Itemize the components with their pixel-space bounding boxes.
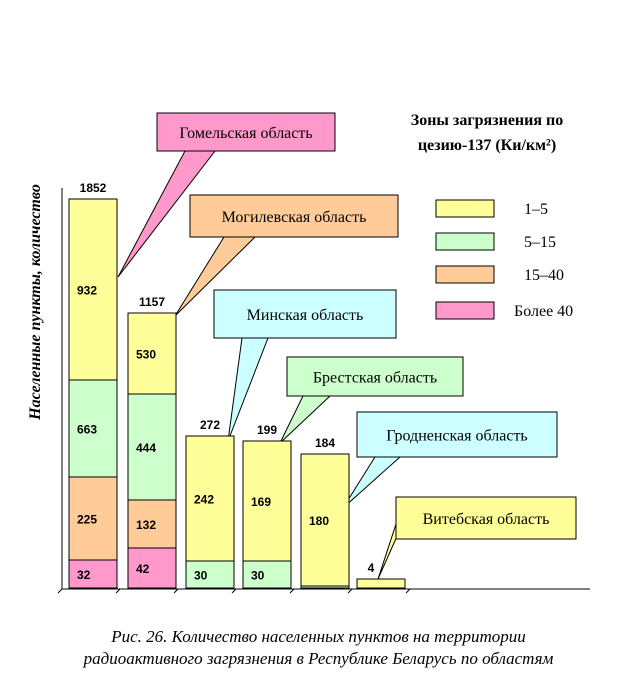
segment-value-label: 242 — [194, 493, 214, 507]
axis-tick — [231, 588, 237, 594]
segment-value-label: 932 — [77, 284, 97, 298]
segment-value-label: 30 — [251, 569, 265, 583]
segment-value-label: 169 — [251, 495, 271, 509]
legend-title: Зоны загрязнения по — [411, 112, 563, 129]
region-name-label: Минская область — [247, 307, 364, 324]
legend-title: цезию-137 (Ки/км²) — [418, 137, 556, 154]
axes — [57, 188, 590, 594]
axis-tick — [289, 588, 295, 594]
callout-box — [156, 112, 336, 152]
figure-caption-line-1: Рис. 26. Количество населенных пунктов н… — [111, 627, 526, 646]
callout-box — [395, 496, 577, 540]
y-axis-label: Населенные пункты, количество — [27, 184, 44, 421]
axis-tick — [173, 588, 179, 594]
bar-segment — [127, 547, 177, 589]
segment-value-label: 444 — [136, 441, 156, 455]
bar-segment — [356, 578, 406, 589]
axis-tick — [347, 588, 353, 594]
bar-total-label: 1157 — [139, 295, 165, 309]
bar-total-label: 199 — [257, 423, 277, 437]
callout-box — [213, 289, 397, 339]
segment-value-label: 30 — [194, 569, 208, 583]
bar-segment — [68, 559, 118, 589]
axis-tick — [115, 588, 121, 594]
segment-value-label: 132 — [136, 518, 156, 532]
callout-box — [356, 411, 558, 458]
segment-value-label: 32 — [77, 568, 91, 582]
bar-segment — [242, 560, 292, 589]
axis-tick — [57, 588, 63, 594]
segment-value-label: 42 — [136, 562, 150, 576]
segment-value-label: 530 — [136, 348, 156, 362]
segment-value-label: 180 — [309, 514, 329, 528]
bar-segment — [185, 435, 235, 562]
axis-tick — [405, 588, 411, 594]
bar-segment — [300, 453, 350, 587]
legend-label: 5–15 — [524, 234, 556, 251]
legend-swatch — [435, 265, 495, 284]
region-name-label: Брестская область — [313, 370, 437, 387]
bars — [68, 198, 406, 589]
legend-label: 1–5 — [524, 201, 548, 218]
legend-swatch — [435, 199, 495, 218]
callout-pointer — [342, 456, 402, 509]
region-name-label: Гродненская область — [386, 428, 527, 445]
bar-segment — [127, 499, 177, 549]
bar-segment — [127, 312, 177, 395]
figure-caption-line-2: радиоактивного загрязнения в Республике … — [83, 649, 554, 668]
bar-total-label: 1852 — [80, 181, 107, 195]
segment-value-label: 663 — [77, 423, 97, 437]
callout-pointer — [377, 517, 399, 580]
segment-value-label: 225 — [77, 513, 97, 527]
legend-swatch — [435, 301, 495, 320]
bar-segment — [242, 440, 292, 562]
legend-label: Более 40 — [514, 303, 573, 320]
bar-segment — [68, 476, 118, 561]
legend: Зоны загрязнения по цезию-137 (Ки/км²) 1–5… — [411, 112, 573, 320]
callout-box — [286, 356, 464, 397]
bar-total-label: 4 — [368, 561, 375, 575]
bar-segment — [127, 393, 177, 501]
bar-total-label: 184 — [315, 436, 335, 450]
region-name-label: Гомельская область — [179, 125, 312, 142]
bar-segment — [68, 198, 118, 381]
region-name-label: Витебская область — [423, 511, 550, 528]
value-labels: 1852 1157 272 199 184 4 32 225 663 932 42 132 444 530… — [77, 181, 375, 583]
legend-label: 15–40 — [524, 267, 564, 284]
callout-box — [189, 194, 399, 238]
legend-swatch — [435, 232, 495, 251]
bar-segment — [68, 379, 118, 478]
region-name-label: Могилевская область — [222, 209, 367, 226]
bar-total-label: 272 — [200, 418, 220, 432]
